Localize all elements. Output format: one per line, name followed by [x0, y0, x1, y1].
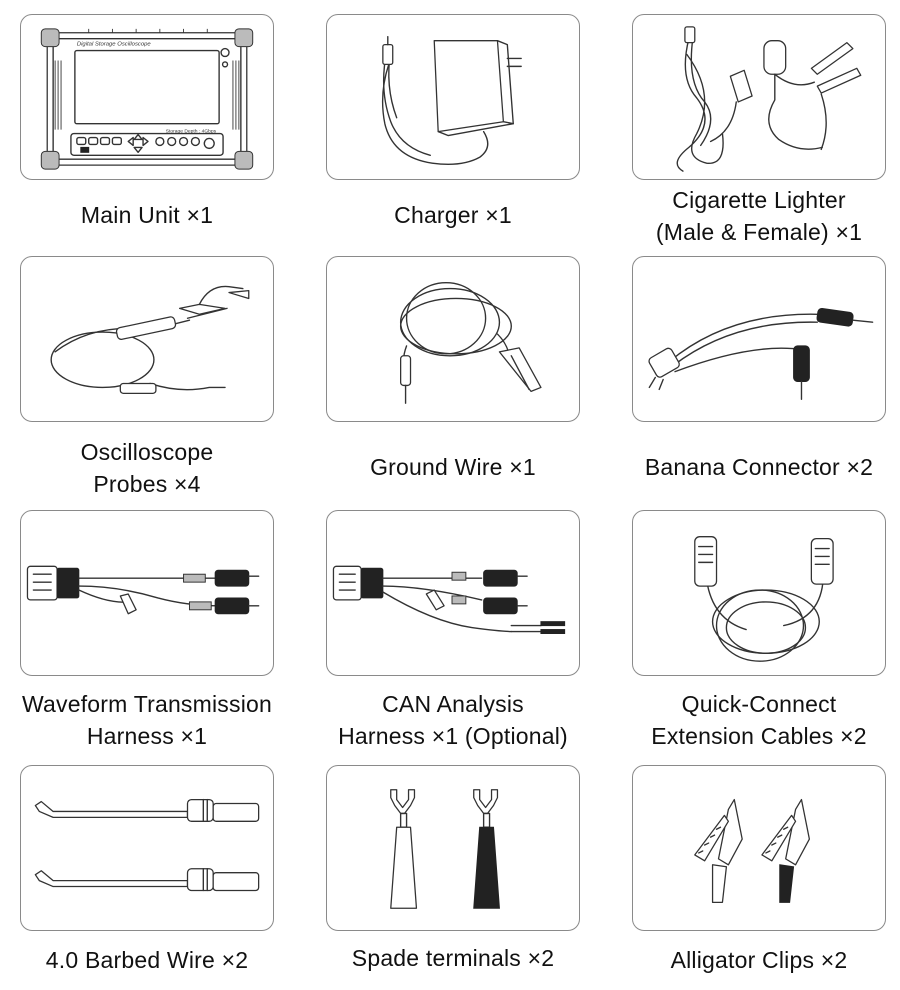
- item-caption: Banana Connector ×2: [644, 454, 874, 480]
- probes-card: [20, 256, 274, 422]
- item-caption: Cigarette Lighter(Male & Female) ×1: [655, 187, 863, 245]
- item-caption: 4.0 Barbed Wire ×2: [45, 947, 249, 973]
- extension-cable-card: [632, 510, 886, 676]
- banana-connector-card: [632, 256, 886, 422]
- banana-connector-icon: [648, 307, 874, 400]
- spade-terminal-icon: [390, 789, 500, 909]
- barbed-wire-card: [20, 765, 274, 931]
- item-caption: Main Unit ×1: [80, 202, 214, 228]
- waveform-harness-card: [20, 510, 274, 676]
- cigarette-lighter-card: [632, 14, 886, 180]
- device-model-text: Storage Depth : 4Gbps: [166, 129, 217, 135]
- ground-wire-card: [326, 256, 580, 422]
- alligator-clip-icon: [694, 798, 811, 903]
- alligator-clip-card: [632, 765, 886, 931]
- spade-terminal-card: [326, 765, 580, 931]
- cigarette-lighter-cable-icon: [676, 26, 862, 172]
- item-caption: Alligator Clips ×2: [670, 947, 848, 973]
- item-caption: Charger ×1: [394, 202, 512, 228]
- item-caption: Spade terminals ×2: [351, 945, 555, 971]
- oscilloscope-probe-icon: [50, 285, 250, 394]
- barbed-wire-icon: [34, 798, 260, 892]
- waveform-harness-icon: [26, 565, 260, 615]
- ground-wire-icon: [399, 281, 542, 404]
- device-screen-title: Digital Storage Oscilloscope: [77, 42, 152, 48]
- charger-card: [326, 14, 580, 180]
- can-harness-icon: [332, 565, 566, 634]
- charger-icon: [381, 36, 522, 165]
- main-unit-card: Digital Storage Oscilloscope Storage Dep…: [20, 14, 274, 180]
- extension-cable-icon: [694, 536, 834, 662]
- oscilloscope-main-unit-icon: Digital Storage Oscilloscope Storage Dep…: [40, 28, 254, 170]
- item-caption: Ground Wire ×1: [370, 454, 536, 480]
- can-harness-card: [326, 510, 580, 676]
